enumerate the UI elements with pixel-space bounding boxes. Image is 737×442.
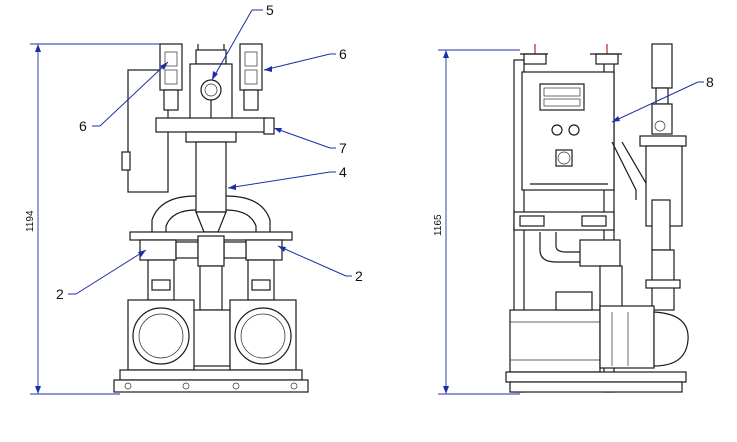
callout-8: 8 xyxy=(611,74,714,123)
callout-7-label: 7 xyxy=(339,140,347,156)
callout-4-label: 4 xyxy=(339,164,347,180)
callout-2-left-label: 2 xyxy=(56,286,64,302)
callout-8-label: 8 xyxy=(706,74,714,90)
callout-6-right-label: 6 xyxy=(339,46,347,62)
callout-6-right: 6 xyxy=(263,46,347,72)
callout-6-left: 6 xyxy=(79,61,169,134)
callout-4: 4 xyxy=(227,164,347,190)
side-height-label: 1165 xyxy=(433,214,444,236)
callout-2-left: 2 xyxy=(56,249,147,302)
front-height-dimension: 1194 xyxy=(25,43,160,395)
callout-2-right: 2 xyxy=(277,245,363,284)
front-height-label: 1194 xyxy=(25,210,36,232)
side-view: 1165 xyxy=(433,43,714,395)
front-view: 1194 xyxy=(25,2,363,395)
callout-2-right-label: 2 xyxy=(355,268,363,284)
callout-6-left-label: 6 xyxy=(79,118,87,134)
side-height-dimension: 1165 xyxy=(433,49,520,395)
callout-5-label: 5 xyxy=(266,2,274,18)
callout-7: 7 xyxy=(273,127,347,156)
callout-5: 5 xyxy=(211,2,274,81)
